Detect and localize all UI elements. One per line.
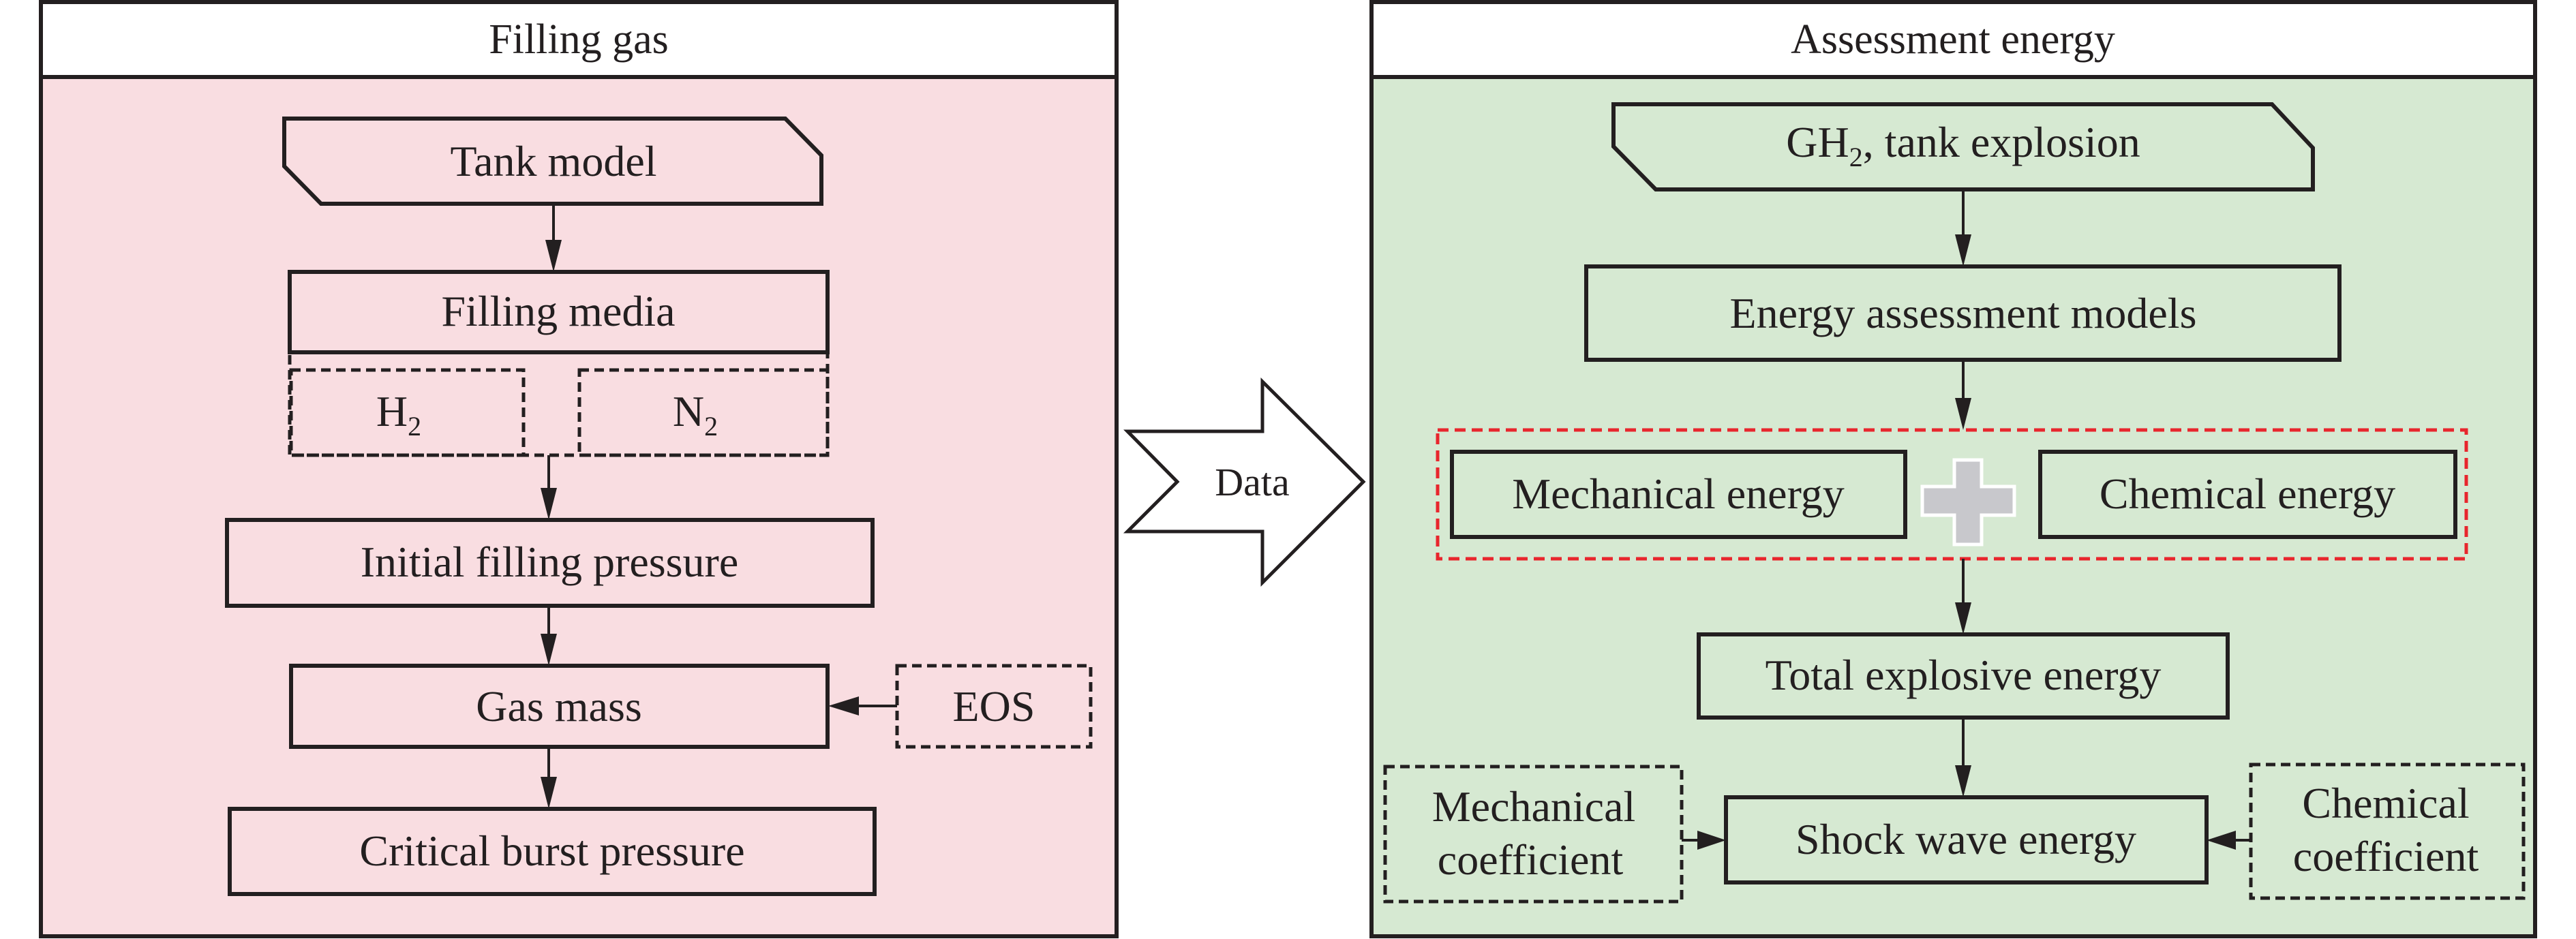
arrow-models-to-energies [1955,360,1971,430]
tank-model-label: Tank model [451,137,657,185]
critical-burst-pressure-label: Critical burst pressure [359,827,744,875]
filling-media-label: Filling media [441,287,675,335]
node-mechanical-coefficient[interactable]: Mechanical coefficient [1383,765,1684,904]
option-h2[interactable]: H2 [289,368,526,457]
total-explosive-energy-label: Total explosive energy [1766,651,2162,699]
arrow-total-to-shock [1955,718,1971,797]
node-gh2-tank-explosion[interactable]: GH2, tank explosion [1611,102,2315,191]
mechanical-energy-label: Mechanical energy [1512,470,1844,518]
shock-wave-energy-box [1724,795,2209,884]
node-gas-mass[interactable]: Gas mass [289,664,830,749]
arrow-chem-coeff-to-shock [2207,831,2251,850]
node-shock-wave-energy[interactable]: Shock wave energy [1724,795,2209,884]
plus-icon [1920,458,2016,547]
mechanical-coefficient-box [1383,765,1684,904]
tank-model-shape [282,117,823,206]
node-chemical-energy[interactable]: Chemical energy [2038,450,2457,539]
h2-box [289,368,526,457]
option-n2[interactable]: N2 [577,368,830,457]
plus-shape [1920,458,2016,547]
arrow-tank-to-media [545,204,562,272]
node-tank-model[interactable]: Tank model [282,117,823,206]
chemical-coefficient-box [2249,763,2526,900]
right-panel-title: Assessment energy [1791,16,2115,63]
left-panel-header [39,0,1119,79]
arrow-energies-to-total [1955,559,1971,634]
node-initial-filling-pressure[interactable]: Initial filling pressure [225,518,875,608]
energy-models-label: Energy assessment models [1730,289,2197,337]
chemical-coefficient-label-line1: Chemical [2302,779,2469,827]
node-filling-media[interactable]: Filling media H2 N2 [288,270,830,457]
shock-wave-energy-label: Shock wave energy [1795,815,2136,863]
n2-label: N2 [673,387,718,442]
right-panel-header [1369,0,2537,79]
energy-components-group [1436,428,2468,561]
chemical-coefficient-label-line2: coefficient [2293,832,2479,880]
mechanical-coefficient-label-line2: coefficient [1438,835,1624,884]
critical-burst-pressure-box [228,807,877,896]
h2-label: H2 [376,387,421,442]
arrow-media-to-initial [541,455,557,520]
node-mechanical-energy[interactable]: Mechanical energy [1450,450,1907,539]
gh2-input-shape [1611,102,2315,191]
left-panel-title: Filling gas [489,16,669,63]
chemical-energy-label: Chemical energy [2100,470,2395,518]
arrow-eos-to-gas-mass [828,696,897,715]
panel-assessment-energy: Assessment energy GH2, tank explosion En… [1369,0,2537,938]
eos-box [895,664,1093,749]
node-critical-burst-pressure[interactable]: Critical burst pressure [228,807,877,896]
filling-media-header [288,270,830,354]
data-connector: Data [1123,377,1366,587]
node-eos[interactable]: EOS [895,664,1093,749]
gas-mass-box [289,664,830,749]
filling-media-container [288,270,830,457]
arrow-gh2-to-models [1955,189,1971,266]
data-arrow-icon [1123,377,1366,587]
node-energy-assessment-models[interactable]: Energy assessment models [1584,264,2342,362]
eos-label: EOS [953,682,1035,730]
gh2-label: GH2, tank explosion [1786,118,2140,172]
node-chemical-coefficient[interactable]: Chemical coefficient [2249,763,2526,900]
mechanical-energy-box [1450,450,1907,539]
gas-mass-label: Gas mass [476,682,642,730]
left-panel-body [39,75,1119,938]
data-label: Data [1215,460,1290,504]
mechanical-coefficient-label-line1: Mechanical [1432,782,1636,831]
arrow-mech-coeff-to-shock [1682,831,1726,850]
chemical-energy-box [2038,450,2457,539]
n2-box [577,368,830,457]
panel-filling-gas: Filling gas Tank model Filling media H2 … [39,0,1119,938]
arrow-initial-to-gas-mass [541,606,557,666]
arrow-gas-mass-to-critical [541,747,557,809]
initial-filling-pressure-label: Initial filling pressure [361,538,739,586]
